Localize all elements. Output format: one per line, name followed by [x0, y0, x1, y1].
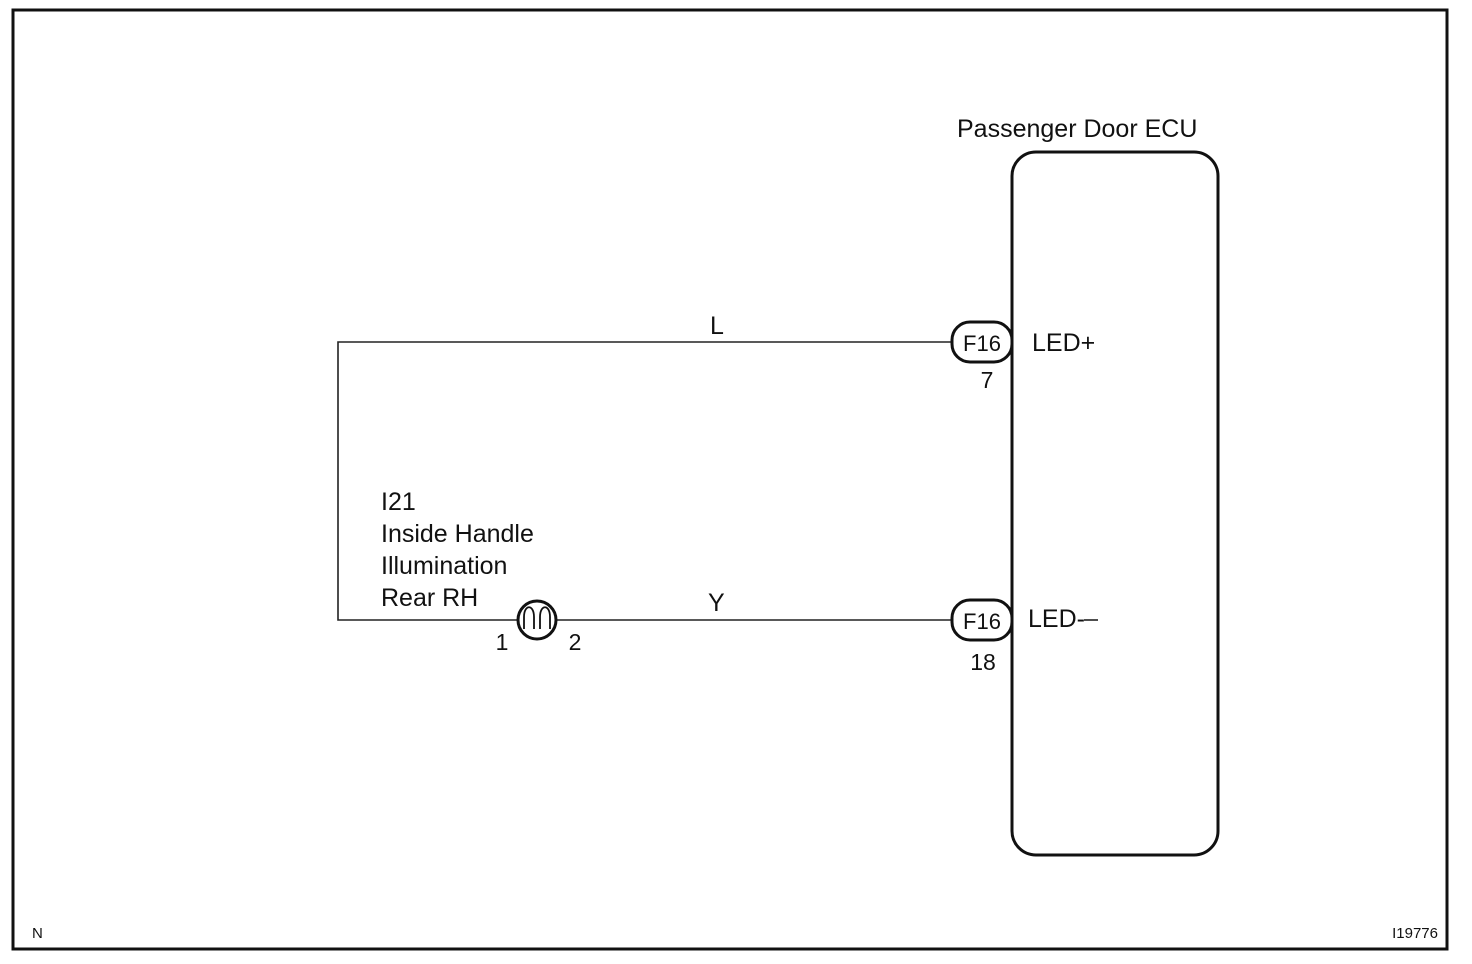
passenger-door-ecu-box [1010, 150, 1220, 857]
figure-id-label: I19776 [1392, 925, 1438, 942]
connector-pin-label-top: 7 [981, 367, 994, 393]
component-name-line3: Rear RH [381, 584, 478, 612]
connector-f16-bottom-shape [950, 598, 1014, 642]
wire-l [337, 341, 952, 621]
component-name-line1: Inside Handle [381, 520, 534, 548]
bulb-icon [516, 599, 558, 641]
connector-f16-top-shape [950, 320, 1014, 364]
connector-f16-pin7: F16 [950, 320, 1014, 364]
connector-f16-pin18: F16 [950, 598, 1014, 642]
component-code-label: I21 [381, 488, 416, 516]
wire-color-label-l: L [710, 312, 724, 340]
component-name-line2: Illumination [381, 552, 507, 580]
connector-id-label-top: F16 [963, 331, 1001, 356]
bulb-filament [523, 606, 551, 629]
ecu-terminal-led-plus: LED+ [1032, 329, 1095, 357]
footer-left-mark: N [32, 925, 43, 942]
ecu-name-label: Passenger Door ECU [957, 115, 1197, 143]
bulb-pin-2-label: 2 [569, 629, 582, 655]
diagram-frame [11, 8, 1449, 951]
bulb-body [516, 599, 558, 641]
wire-color-label-y: Y [708, 589, 725, 617]
ecu-terminal-led-minus: LED- [1028, 605, 1085, 633]
bulb-pin-1-label: 1 [496, 629, 509, 655]
connector-id-label-bottom: F16 [963, 609, 1001, 634]
connector-pin-label-bottom: 18 [970, 649, 996, 675]
